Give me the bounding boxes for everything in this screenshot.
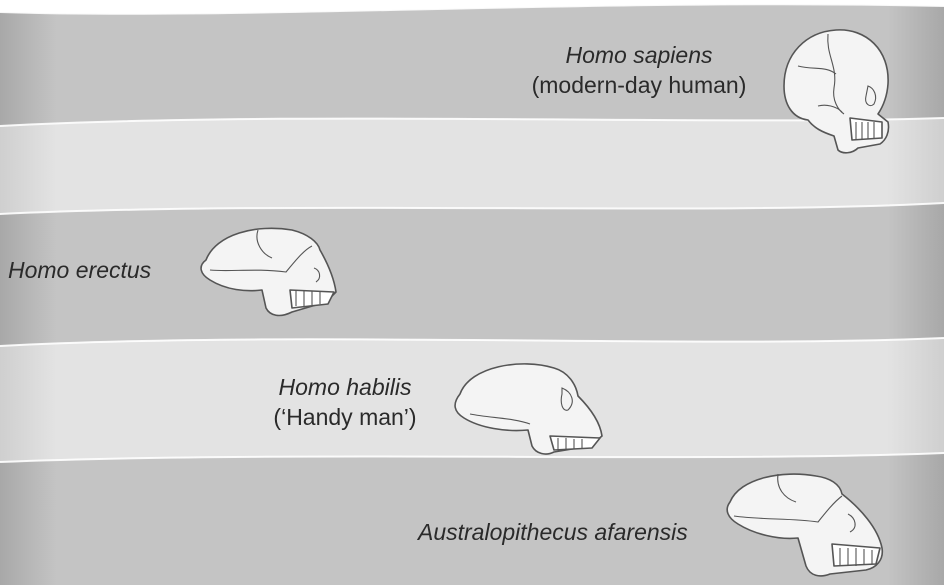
label-australopithecus-afarensis: Australopithecus afarensis	[418, 517, 688, 547]
label-homo-habilis: Homo habilis (‘Handy man’)	[248, 372, 442, 432]
common-name: (modern-day human)	[505, 70, 773, 100]
common-name: (‘Handy man’)	[248, 402, 442, 432]
homo-sapiens-skull-icon	[778, 26, 894, 156]
species-name: Homo habilis	[248, 372, 442, 402]
australopithecus-skull-icon	[722, 468, 888, 580]
label-homo-erectus: Homo erectus	[8, 255, 151, 285]
species-name: Australopithecus afarensis	[418, 517, 688, 547]
homo-erectus-skull-icon	[196, 220, 342, 324]
label-homo-sapiens: Homo sapiens (modern-day human)	[505, 40, 773, 100]
species-name: Homo erectus	[8, 255, 151, 285]
species-name: Homo sapiens	[505, 40, 773, 70]
homo-habilis-skull-icon	[450, 358, 608, 458]
